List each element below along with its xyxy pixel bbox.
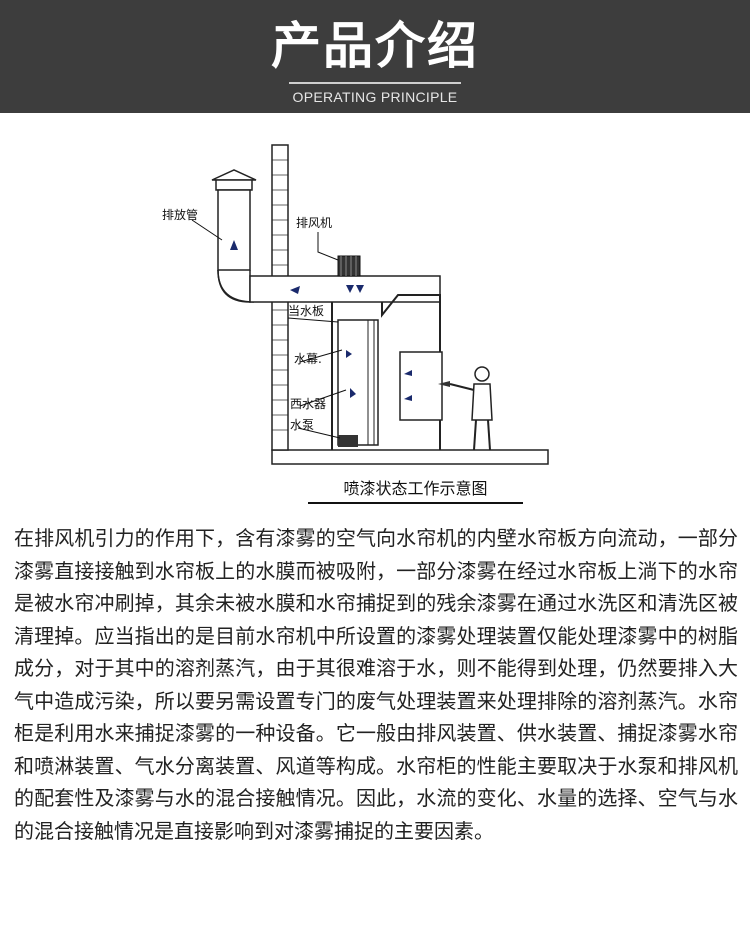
description-paragraph: 在排风机引力的作用下，含有漆雾的空气向水帘机的内壁水帘板方向流动，一部分漆雾直接…	[14, 526, 738, 843]
label-water-sprayer: 西水器	[290, 397, 327, 411]
label-water-curtain: 水幕.	[294, 352, 322, 366]
page-title: 产品介绍	[271, 17, 479, 75]
label-exhaust-pipe: 排放管	[162, 208, 199, 222]
diagram-drawing	[191, 144, 549, 465]
label-exhaust-fan: 排风机	[296, 216, 333, 230]
title-divider	[289, 82, 461, 84]
page-subtitle: OPERATING PRINCIPLE	[292, 89, 458, 105]
header-banner: 产品介绍 OPERATING PRINCIPLE	[0, 0, 750, 113]
label-water-baffle: 当水板	[288, 304, 325, 318]
label-water-pump: 水泵	[290, 418, 315, 432]
diagram-caption: 喷漆状态工作示意图	[308, 476, 523, 504]
spray-booth-diagram: 排放管 排风机 当水板 水幕. 西水器 水泵	[150, 140, 560, 510]
